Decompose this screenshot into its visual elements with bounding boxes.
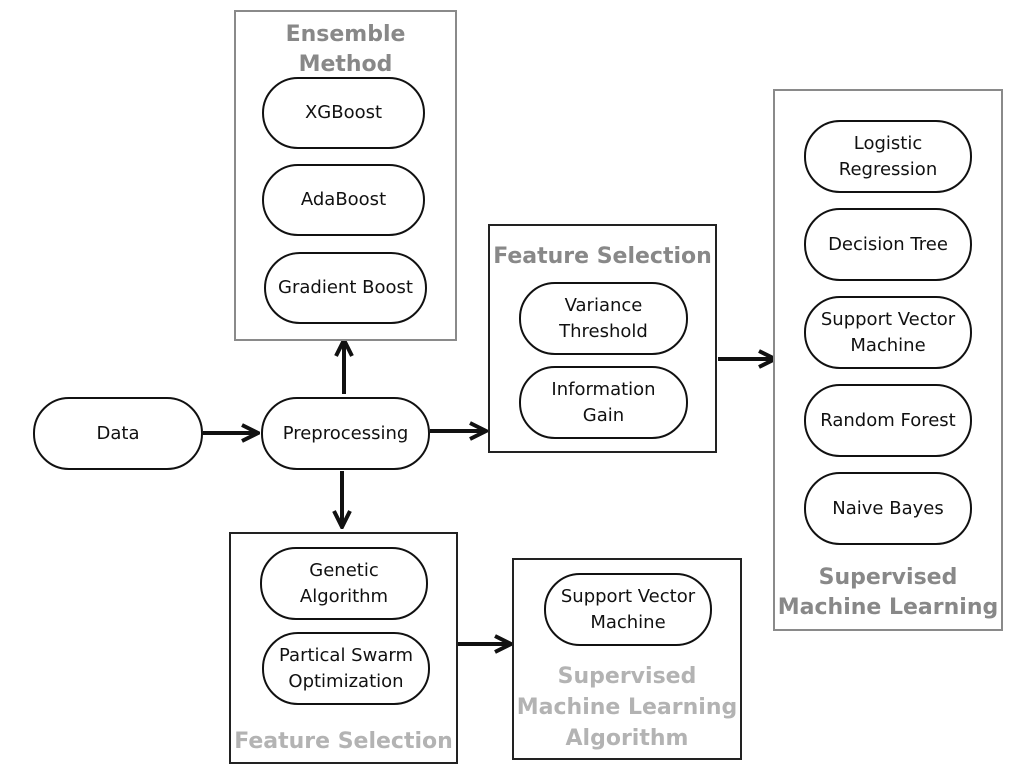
support-vector-machine-node: Support Vector Machine <box>804 296 972 369</box>
variance-threshold-node: Variance Threshold <box>519 282 688 355</box>
feature-selection-top-group: Feature Selection Variance Threshold Inf… <box>488 224 717 453</box>
supervised-ml-title: Supervised Machine Learning <box>777 565 999 620</box>
xgboost-node: XGBoost <box>262 77 425 149</box>
preprocessing-node: Preprocessing <box>261 397 430 470</box>
supervised-algorithm-group: Support Vector Machine Supervised Machin… <box>512 558 742 760</box>
data-node: Data <box>33 397 203 470</box>
naive-bayes-node: Naive Bayes <box>804 472 972 545</box>
decision-tree-node: Decision Tree <box>804 208 972 281</box>
particle-swarm-node: Partical Swarm Optimization <box>262 632 430 705</box>
logistic-regression-node: Logistic Regression <box>804 120 972 193</box>
ensemble-method-title: Ensemble Method <box>285 22 406 77</box>
random-forest-node: Random Forest <box>804 384 972 457</box>
feature-selection-bottom-title: Feature Selection <box>234 729 453 754</box>
genetic-algorithm-node: Genetic Algorithm <box>260 547 428 620</box>
feature-selection-top-title: Feature Selection <box>493 244 712 269</box>
supervised-ml-group: Logistic Regression Decision Tree Suppor… <box>773 89 1003 631</box>
ensemble-method-group: Ensemble Method XGBoost AdaBoost Gradien… <box>234 10 457 341</box>
feature-selection-bottom-group: Genetic Algorithm Partical Swarm Optimiz… <box>229 532 458 764</box>
gradient-boost-node: Gradient Boost <box>264 252 427 324</box>
svm-algorithm-node: Support Vector Machine <box>544 573 712 646</box>
supervised-algorithm-title: Supervised Machine Learning Algorithm <box>516 664 738 751</box>
information-gain-node: Information Gain <box>519 366 688 439</box>
adaboost-node: AdaBoost <box>262 164 425 236</box>
